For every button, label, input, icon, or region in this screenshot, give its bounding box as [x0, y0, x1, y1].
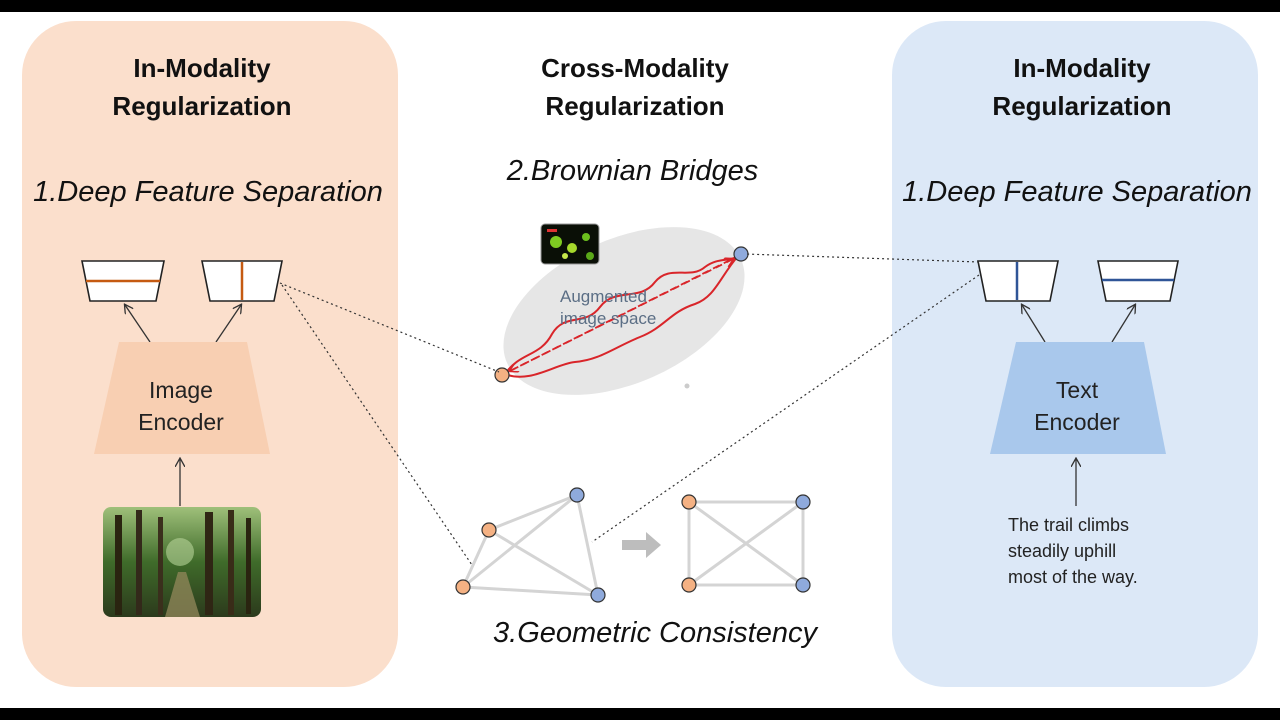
- left-box-to-bridge-dotted: [279, 282, 500, 373]
- left-heading-line-1: In-Modality: [133, 53, 271, 83]
- target-graph-node-blue-2: [795, 577, 811, 593]
- augmented-space-ellipse: [503, 227, 745, 395]
- source-graph-node-blue-1: [569, 487, 585, 503]
- center-heading: Cross-Modality Regularization: [455, 49, 815, 125]
- augmented-space-label-line-1: Augmented: [560, 287, 647, 306]
- target-graph-node-blue-1: [795, 494, 811, 510]
- center-heading-line-1: Cross-Modality: [541, 53, 729, 83]
- text-input-caption: The trail climbs steadily uphill most of…: [1008, 512, 1208, 590]
- right-heading: In-Modality Regularization: [902, 49, 1262, 125]
- small-dot: [684, 383, 690, 389]
- image-encoder-label-line-1: Image: [149, 377, 213, 403]
- diagram-canvas: In-Modality Regularization 1.Deep Featur…: [0, 12, 1280, 708]
- left-feature-box-horizontal: [81, 260, 165, 302]
- target-graph-node-orange-1: [681, 494, 697, 510]
- geometric-consistency-title: 3.Geometric Consistency: [493, 617, 817, 649]
- text-input-caption-line-2: steadily uphill: [1008, 541, 1117, 561]
- augmented-space-label-line-2: image space: [560, 309, 657, 328]
- right-feature-box-vertical: [977, 260, 1059, 302]
- left-heading-line-2: Regularization: [112, 91, 292, 121]
- target-graph-node-orange-2: [681, 577, 697, 593]
- right-method-title: 1.Deep Feature Separation: [902, 176, 1252, 208]
- forest-image: [103, 507, 261, 617]
- left-encoder-to-box-arrow: [125, 305, 151, 343]
- left-box-to-graph-dotted: [281, 284, 473, 566]
- left-encoder-to-box2-arrow: [215, 305, 241, 343]
- image-encoder-label-line-2: Encoder: [138, 409, 224, 435]
- image-encoder-label: Image Encoder: [100, 374, 262, 438]
- left-feature-box-vertical: [201, 260, 283, 302]
- bridge-start-node-orange: [494, 367, 510, 383]
- right-heading-line-2: Regularization: [992, 91, 1172, 121]
- left-heading: In-Modality Regularization: [22, 49, 382, 125]
- brownian-bridge-path-lower: [504, 255, 739, 378]
- right-encoder-to-box2-arrow: [1111, 305, 1135, 343]
- brownian-bridges-title: 2.Brownian Bridges: [506, 155, 759, 187]
- bridge-dashed-arrow-back: [510, 259, 731, 371]
- text-input-caption-line-1: The trail climbs: [1008, 515, 1130, 535]
- source-graph-node-blue-2: [590, 587, 606, 603]
- bridge-end-node-blue: [733, 246, 749, 262]
- right-feature-box-horizontal: [1097, 260, 1179, 302]
- right-box-to-graph-dotted: [591, 274, 980, 543]
- image-encoder-block: [94, 342, 270, 454]
- noisy-augmented-image-thumbnail: [540, 223, 600, 265]
- text-encoder-label: Text Encoder: [996, 374, 1158, 438]
- source-graph-node-orange-1: [481, 522, 497, 538]
- source-graph: [461, 493, 600, 597]
- arrow-right-icon: [622, 532, 661, 558]
- left-method-title: 1.Deep Feature Separation: [33, 176, 383, 208]
- source-graph-node-orange-2: [455, 579, 471, 595]
- right-encoder-to-box-arrow: [1022, 305, 1046, 343]
- right-heading-line-1: In-Modality: [1013, 53, 1151, 83]
- diagram-graphics: [81, 223, 1179, 617]
- text-input-caption-line-3: most of the way.: [1008, 567, 1138, 587]
- augmented-space-label: Augmented image space: [560, 286, 680, 330]
- text-encoder-label-line-1: Text: [1055, 377, 1099, 403]
- right-box-to-bridge-dotted: [744, 253, 980, 263]
- brownian-bridge-path-upper: [504, 255, 739, 375]
- target-graph: [687, 500, 805, 587]
- text-encoder-label-line-2: Encoder: [1034, 409, 1120, 435]
- center-heading-line-2: Regularization: [545, 91, 725, 121]
- text-encoder-block: [990, 342, 1166, 454]
